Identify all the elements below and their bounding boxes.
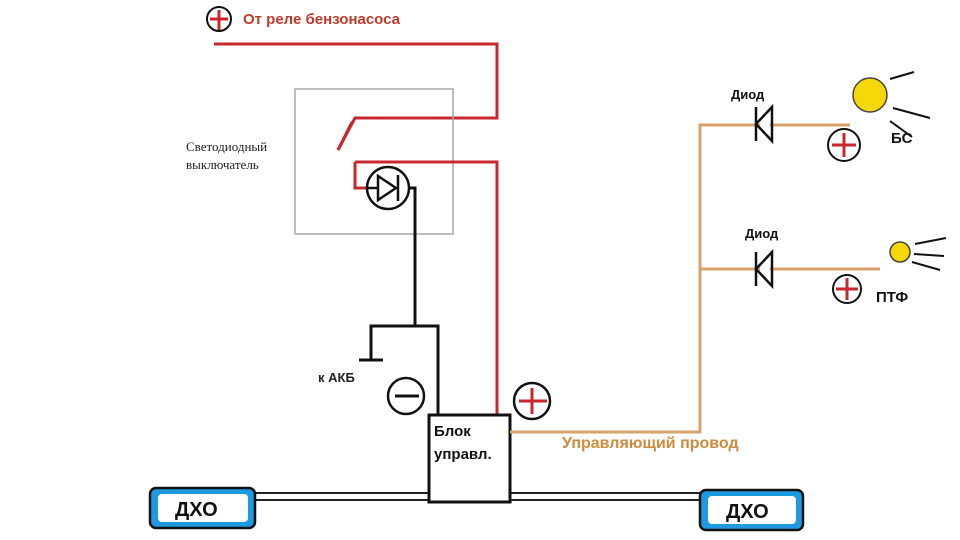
diode-icon	[754, 103, 774, 145]
led-switch-label-line2: выключатель	[186, 157, 259, 172]
black-wire-ground	[369, 324, 415, 360]
drl-left-label: ДХО	[175, 499, 218, 521]
control-unit-label-line2: управл.	[434, 446, 492, 463]
control-wire-label: Управляющий провод	[562, 435, 739, 452]
plus-sign-icon	[832, 274, 862, 304]
diode-bottom-label: Диод	[745, 226, 779, 241]
drl-right-label: ДХО	[726, 501, 769, 523]
bs-label: БС	[891, 130, 913, 147]
drl-right: ДХО	[698, 488, 805, 532]
control-unit-box	[427, 413, 512, 504]
ptf-label: ПТФ	[876, 289, 908, 306]
red-wire-pump-relay	[214, 42, 499, 151]
led-switch-label-line1: Светодиодный	[186, 139, 267, 154]
diode-top-label: Диод	[731, 87, 765, 102]
lamp-icon	[889, 237, 947, 271]
orange-control-wire	[510, 123, 760, 434]
drl-left: ДХО	[148, 486, 257, 530]
plus-sign-icon	[206, 6, 232, 32]
minus-sign-icon	[386, 376, 426, 416]
black-wire-led	[409, 186, 440, 415]
plus-sign-icon	[827, 128, 861, 162]
pump-relay-label: От реле бензонасоса	[243, 11, 401, 28]
diode-icon	[754, 248, 774, 290]
control-unit-label-line1: Блок	[434, 423, 471, 440]
lamp-icon	[852, 71, 931, 138]
plus-sign-icon	[512, 381, 552, 421]
switch-icon	[336, 121, 499, 415]
led-diode-icon	[365, 165, 411, 211]
akb-label: к АКБ	[318, 370, 355, 385]
